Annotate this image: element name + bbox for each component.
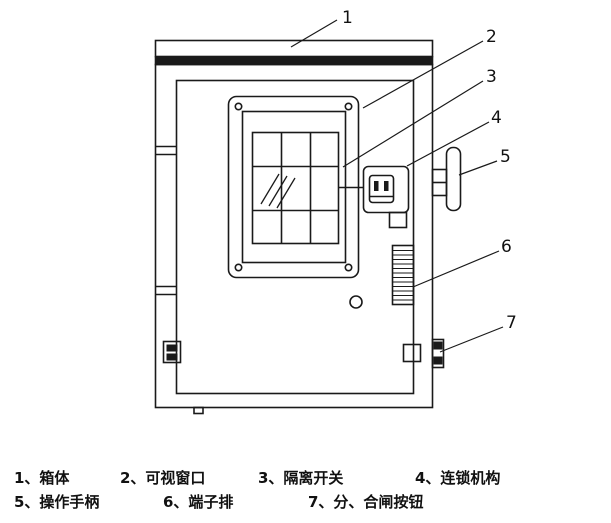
callout-4: 4 [491,108,502,128]
cabinet-line-drawing: 1 2 3 4 5 6 7 [154,8,517,415]
interlock-mechanism [338,165,410,229]
cabinet-body [154,39,434,415]
hinges [155,145,182,364]
callout-5: 5 [500,147,511,167]
callout-numbers: 1 2 3 4 5 6 7 [342,8,517,333]
legend-item-terminal-block: 6、端子排 [163,493,234,511]
open-close-buttons [402,338,445,369]
legend-row-2: 5、操作手柄 6、端子排 7、分、合闸按钮 [0,491,611,511]
door-knob [349,295,363,309]
callout-2: 2 [486,27,497,47]
screw-icon [234,102,243,111]
screw-icon [344,102,353,111]
legend-item-viewing-window: 2、可视窗口 [120,469,206,487]
hatch-marks [260,173,296,209]
legend-item-isolation-switch: 3、隔离开关 [258,469,344,487]
callout-6: 6 [501,237,512,257]
screw-icon [234,263,243,272]
callout-7: 7 [506,313,517,333]
leader-lines [290,19,504,353]
isolation-switch [251,131,340,245]
screw-icon [344,263,353,272]
legend-item-box: 1、箱体 [14,469,70,487]
legend-item-open-close-button: 7、分、合闸按钮 [308,493,424,511]
legend-item-interlock: 4、连锁机构 [415,469,501,487]
legend-row-1: 1、箱体 2、可视窗口 3、隔离开关 4、连锁机构 [0,467,611,487]
callout-3: 3 [486,67,497,87]
legend-item-operating-handle: 5、操作手柄 [14,493,100,511]
terminal-block [391,244,415,306]
operating-handle [431,146,462,212]
callout-1: 1 [342,8,353,28]
